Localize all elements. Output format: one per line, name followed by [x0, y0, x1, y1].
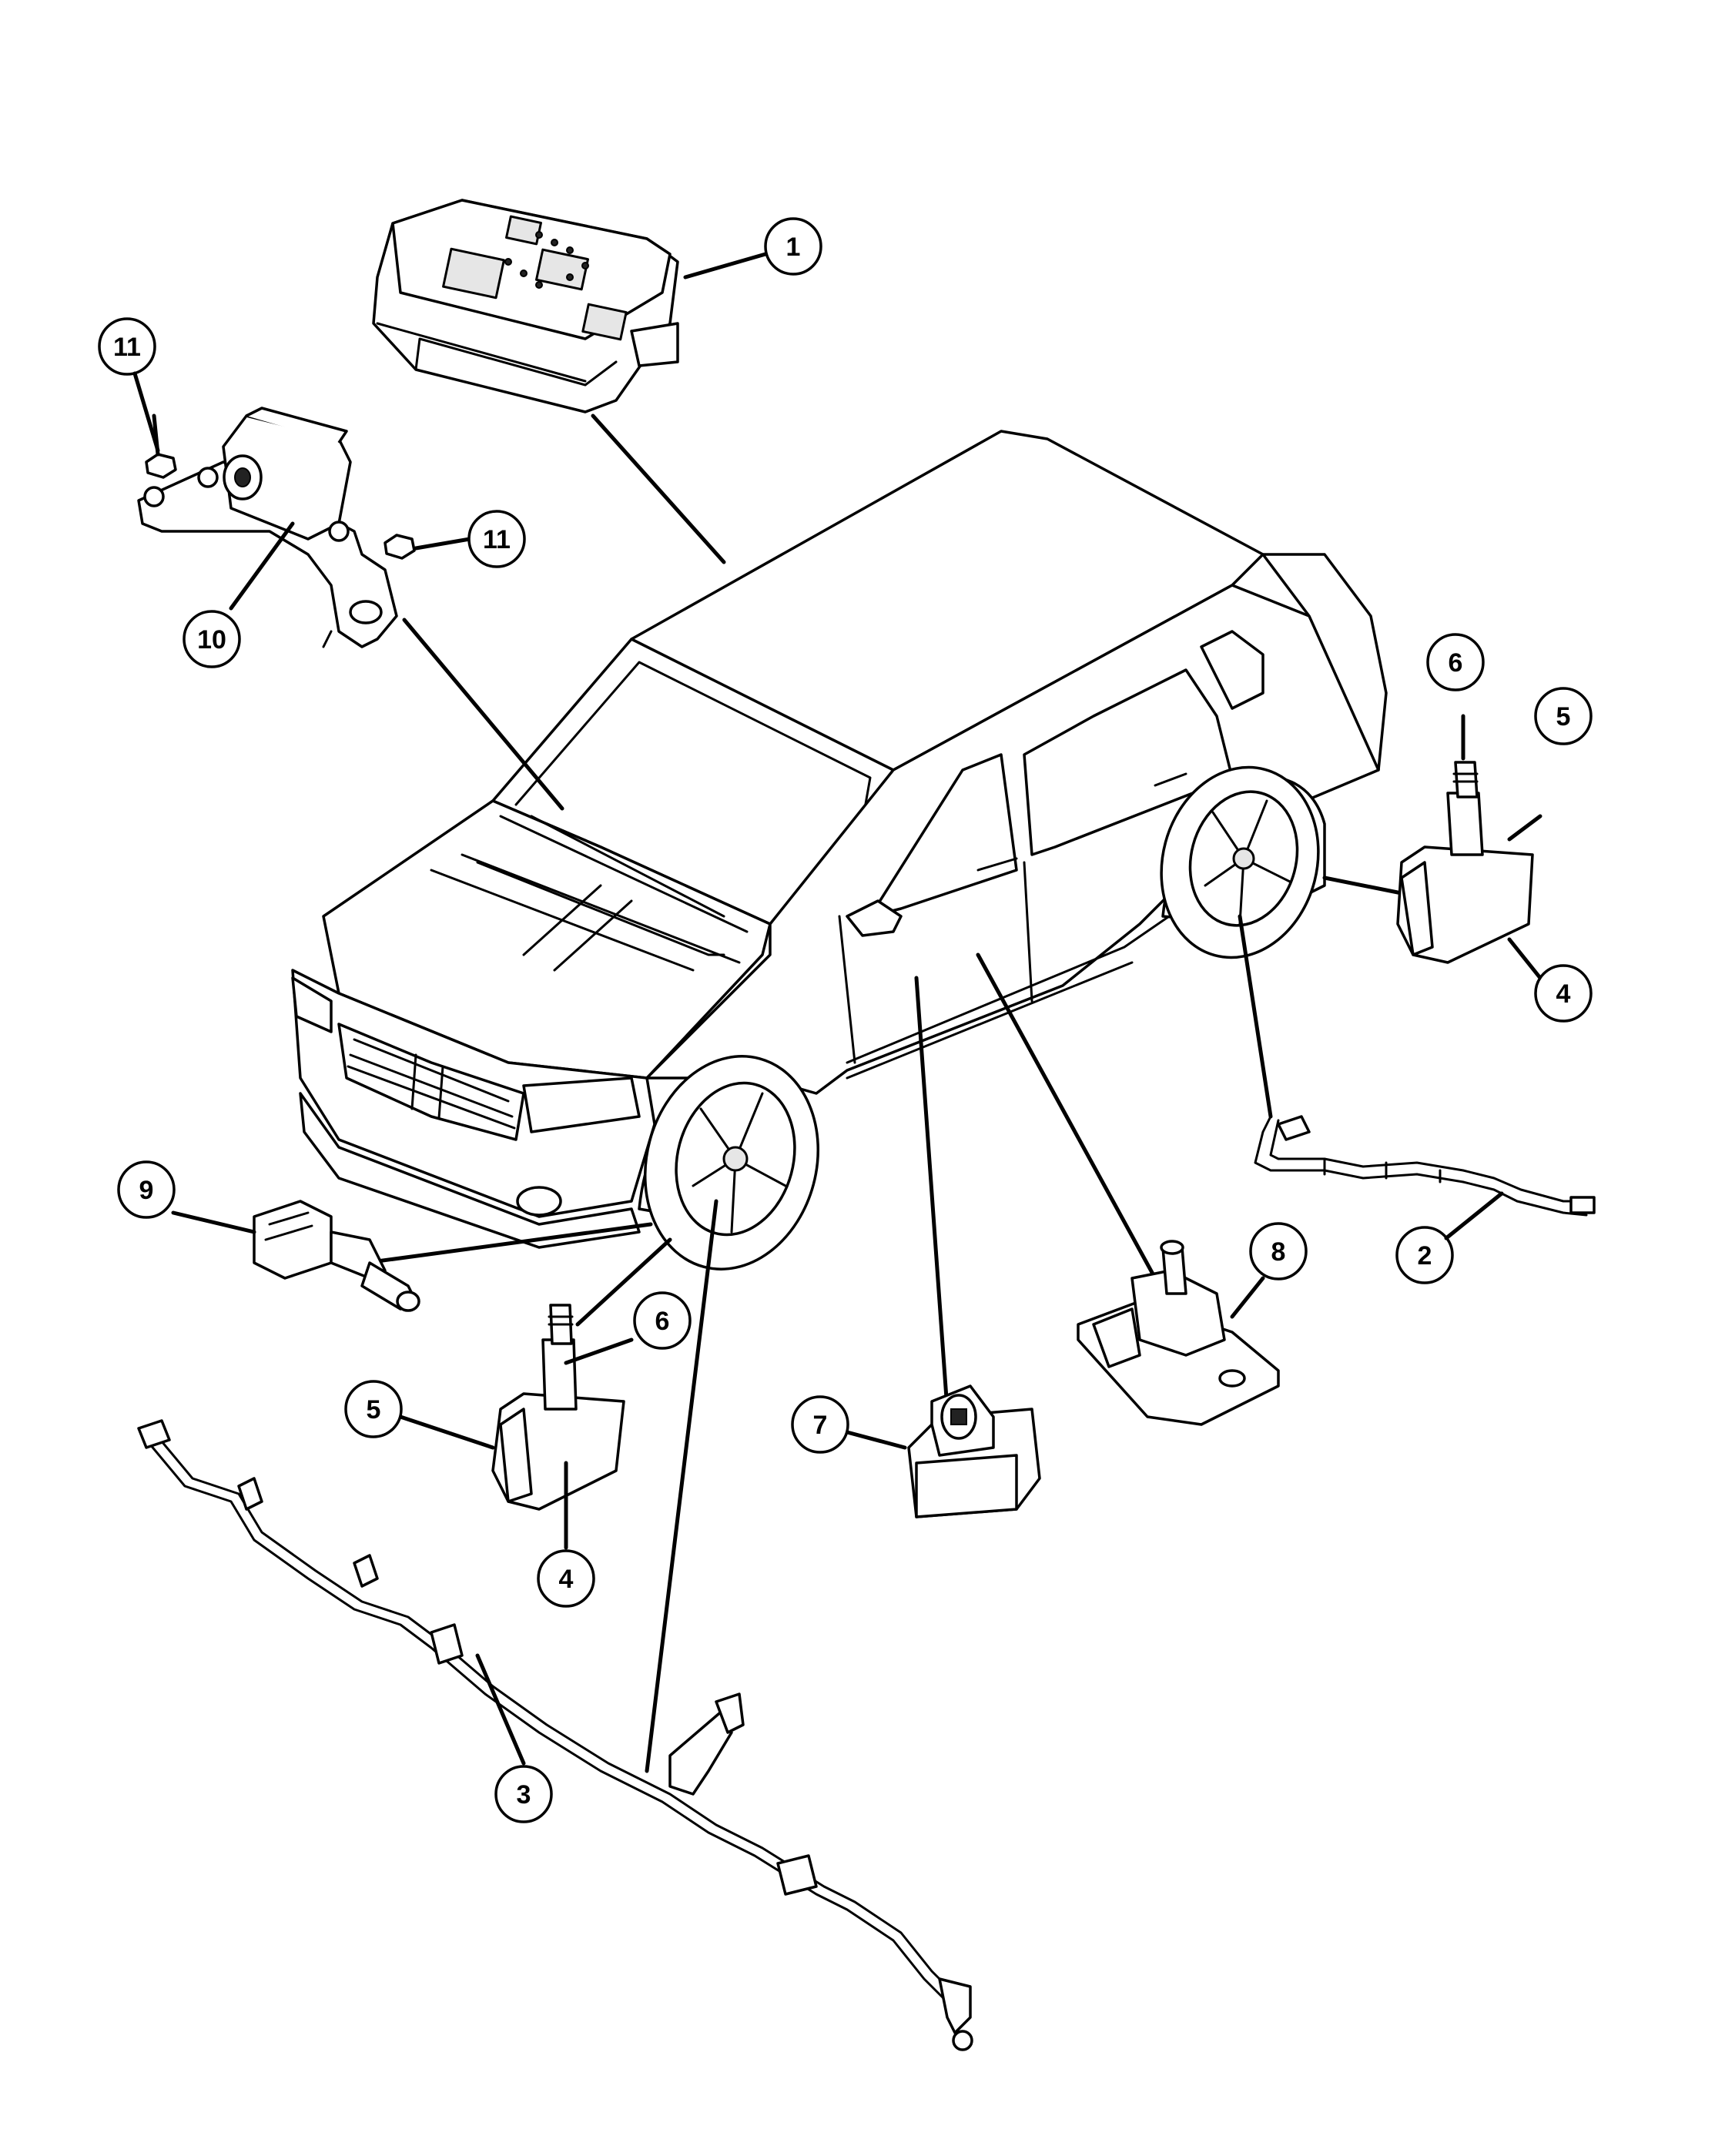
rear-wheel-speed-sensor	[1254, 1115, 1596, 1217]
callout-4-left: 4	[537, 1549, 595, 1608]
callout-1: 1	[683, 217, 822, 280]
callout-7: 7	[791, 1395, 849, 1454]
svg-text:4: 4	[1556, 979, 1571, 1009]
callout-9: 9	[117, 1160, 176, 1219]
receiver-module	[845, 1384, 1041, 1518]
svg-text:9: 9	[139, 1176, 154, 1205]
svg-text:5: 5	[367, 1395, 381, 1424]
svg-text:5: 5	[1556, 702, 1571, 732]
svg-text:11: 11	[113, 333, 141, 362]
callout-5-left: 5	[344, 1380, 403, 1438]
callout-5-right: 5	[1534, 687, 1593, 745]
svg-text:10: 10	[197, 625, 226, 654]
callout-6-left: 6	[633, 1291, 692, 1350]
svg-text:11: 11	[483, 525, 511, 554]
svg-text:2: 2	[1418, 1241, 1432, 1270]
overhead-module	[372, 199, 679, 413]
yaw-rate-sensor	[1077, 1240, 1280, 1426]
leader-lines	[363, 413, 1404, 1773]
svg-text:8: 8	[1271, 1237, 1286, 1267]
svg-text:1: 1	[786, 233, 801, 262]
callout-10: 10	[183, 610, 241, 668]
front-wheel-speed-sensor	[137, 1419, 973, 2051]
callout-8: 8	[1249, 1222, 1308, 1281]
tire-pressure-sensor-right	[1396, 714, 1542, 980]
svg-text:3: 3	[517, 1780, 531, 1810]
svg-text:6: 6	[1449, 648, 1463, 678]
callout-3: 3	[494, 1765, 553, 1823]
callout-11-top: 11	[98, 317, 160, 453]
svg-text:4: 4	[559, 1565, 574, 1594]
vehicle	[291, 430, 1388, 1270]
sensor-bracket-module	[137, 407, 398, 648]
svg-text:7: 7	[813, 1411, 828, 1440]
callout-6-right: 6	[1426, 633, 1485, 691]
temperature-sensor	[171, 1200, 420, 1312]
callout-2: 2	[1395, 1191, 1504, 1284]
callout-11-right: 11	[467, 510, 526, 568]
callout-4-right: 4	[1534, 964, 1593, 1023]
svg-text:6: 6	[655, 1307, 670, 1336]
tire-pressure-sensor-left	[398, 1304, 634, 1550]
nut-right	[384, 534, 472, 560]
